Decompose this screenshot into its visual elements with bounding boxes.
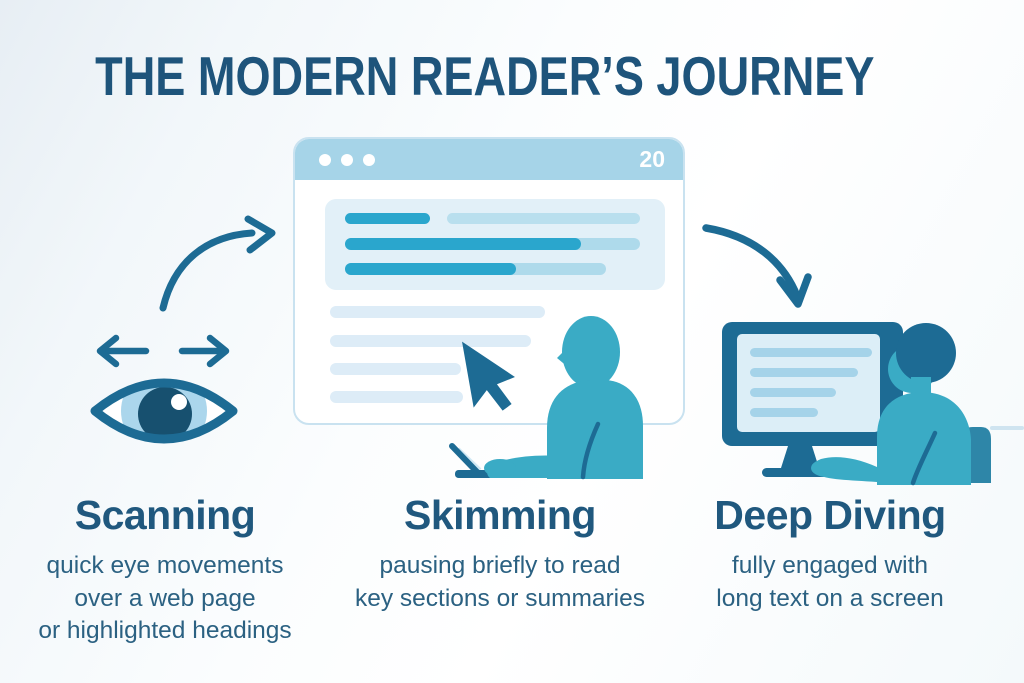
traffic-dot-icon [319, 153, 331, 166]
page-title: THE MODERN READER’S JOURNEY [95, 45, 875, 107]
browser-titlebar: 20 [295, 139, 683, 180]
desc-line: key sections or summaries [354, 584, 645, 612]
screen-text-line [750, 408, 818, 417]
person-torso [877, 392, 971, 485]
stage-deep-diving: Deep Diving fully engaged with long text… [670, 492, 990, 615]
person-hand [484, 459, 516, 477]
person-hair [896, 323, 956, 383]
person-nose [557, 346, 569, 368]
saccade-left-arrow-icon [96, 334, 150, 368]
stage-description: pausing briefly to read key sections or … [340, 550, 660, 615]
screen-text-line [750, 368, 858, 377]
desc-line: over a web page [74, 584, 256, 612]
laptop-lid [449, 443, 481, 476]
screen-text-line [750, 348, 872, 357]
desc-line: or highlighted headings [38, 617, 292, 644]
stage-heading: Skimming [404, 492, 596, 538]
text-line-highlight [345, 263, 516, 275]
flow-arrow-down-shaft [702, 224, 801, 300]
flow-arrow-down-head [776, 273, 812, 308]
flow-arrow-up-shaft [159, 229, 256, 312]
desc-line: long text on a screen [716, 584, 944, 612]
screen-text-line [750, 388, 836, 397]
stage-description: quick eye movements over a web page or h… [5, 550, 325, 648]
desc-line: fully engaged with [731, 552, 929, 579]
text-line-light [447, 213, 640, 224]
arm-crease-line [580, 421, 601, 480]
traffic-dot-icon [363, 153, 375, 166]
text-line-highlight [345, 213, 430, 224]
text-line-pale [330, 306, 545, 318]
skimming-person-silhouette [484, 316, 643, 480]
arm-crease-line [910, 430, 938, 486]
reader-at-laptop [449, 316, 643, 480]
text-line-highlight [345, 238, 581, 250]
desk-line [990, 426, 1024, 430]
desc-line: quick eye movements [46, 552, 284, 579]
traffic-dot-icon [341, 153, 353, 166]
text-line-pale [330, 363, 461, 375]
saccade-right-arrow-icon [178, 334, 230, 368]
cursor-icon [462, 341, 515, 411]
text-line-pale [330, 335, 531, 347]
eye-highlight [171, 394, 187, 410]
highlighted-content-panel [325, 199, 665, 290]
monitor-stand [781, 446, 819, 468]
stage-heading: Deep Diving [714, 492, 946, 538]
monitor-icon [722, 322, 903, 477]
tab-count-badge: 20 [639, 146, 665, 172]
deep-reader-silhouette [811, 323, 971, 486]
eye-icon [90, 378, 238, 444]
stage-description: fully engaged with long text on a screen [670, 550, 990, 615]
flow-arrow-up-icon [159, 215, 276, 312]
stage-skimming: Skimming pausing briefly to read key sec… [340, 492, 660, 615]
person-hand [811, 459, 843, 477]
deep-diving-scene [722, 322, 1024, 486]
saccade-arrows [96, 334, 230, 368]
desc-line: pausing briefly to read [379, 552, 621, 579]
text-line-pale [330, 391, 463, 403]
person-head [562, 316, 620, 388]
flow-arrow-up-head [244, 215, 276, 254]
stage-heading: Scanning [74, 492, 256, 538]
flow-arrow-down-icon [702, 224, 812, 308]
monitor-screen [737, 334, 880, 432]
stage-scanning: Scanning quick eye movements over a web … [5, 492, 325, 648]
cursor-arrow [462, 341, 515, 411]
eye-outline [90, 378, 238, 444]
